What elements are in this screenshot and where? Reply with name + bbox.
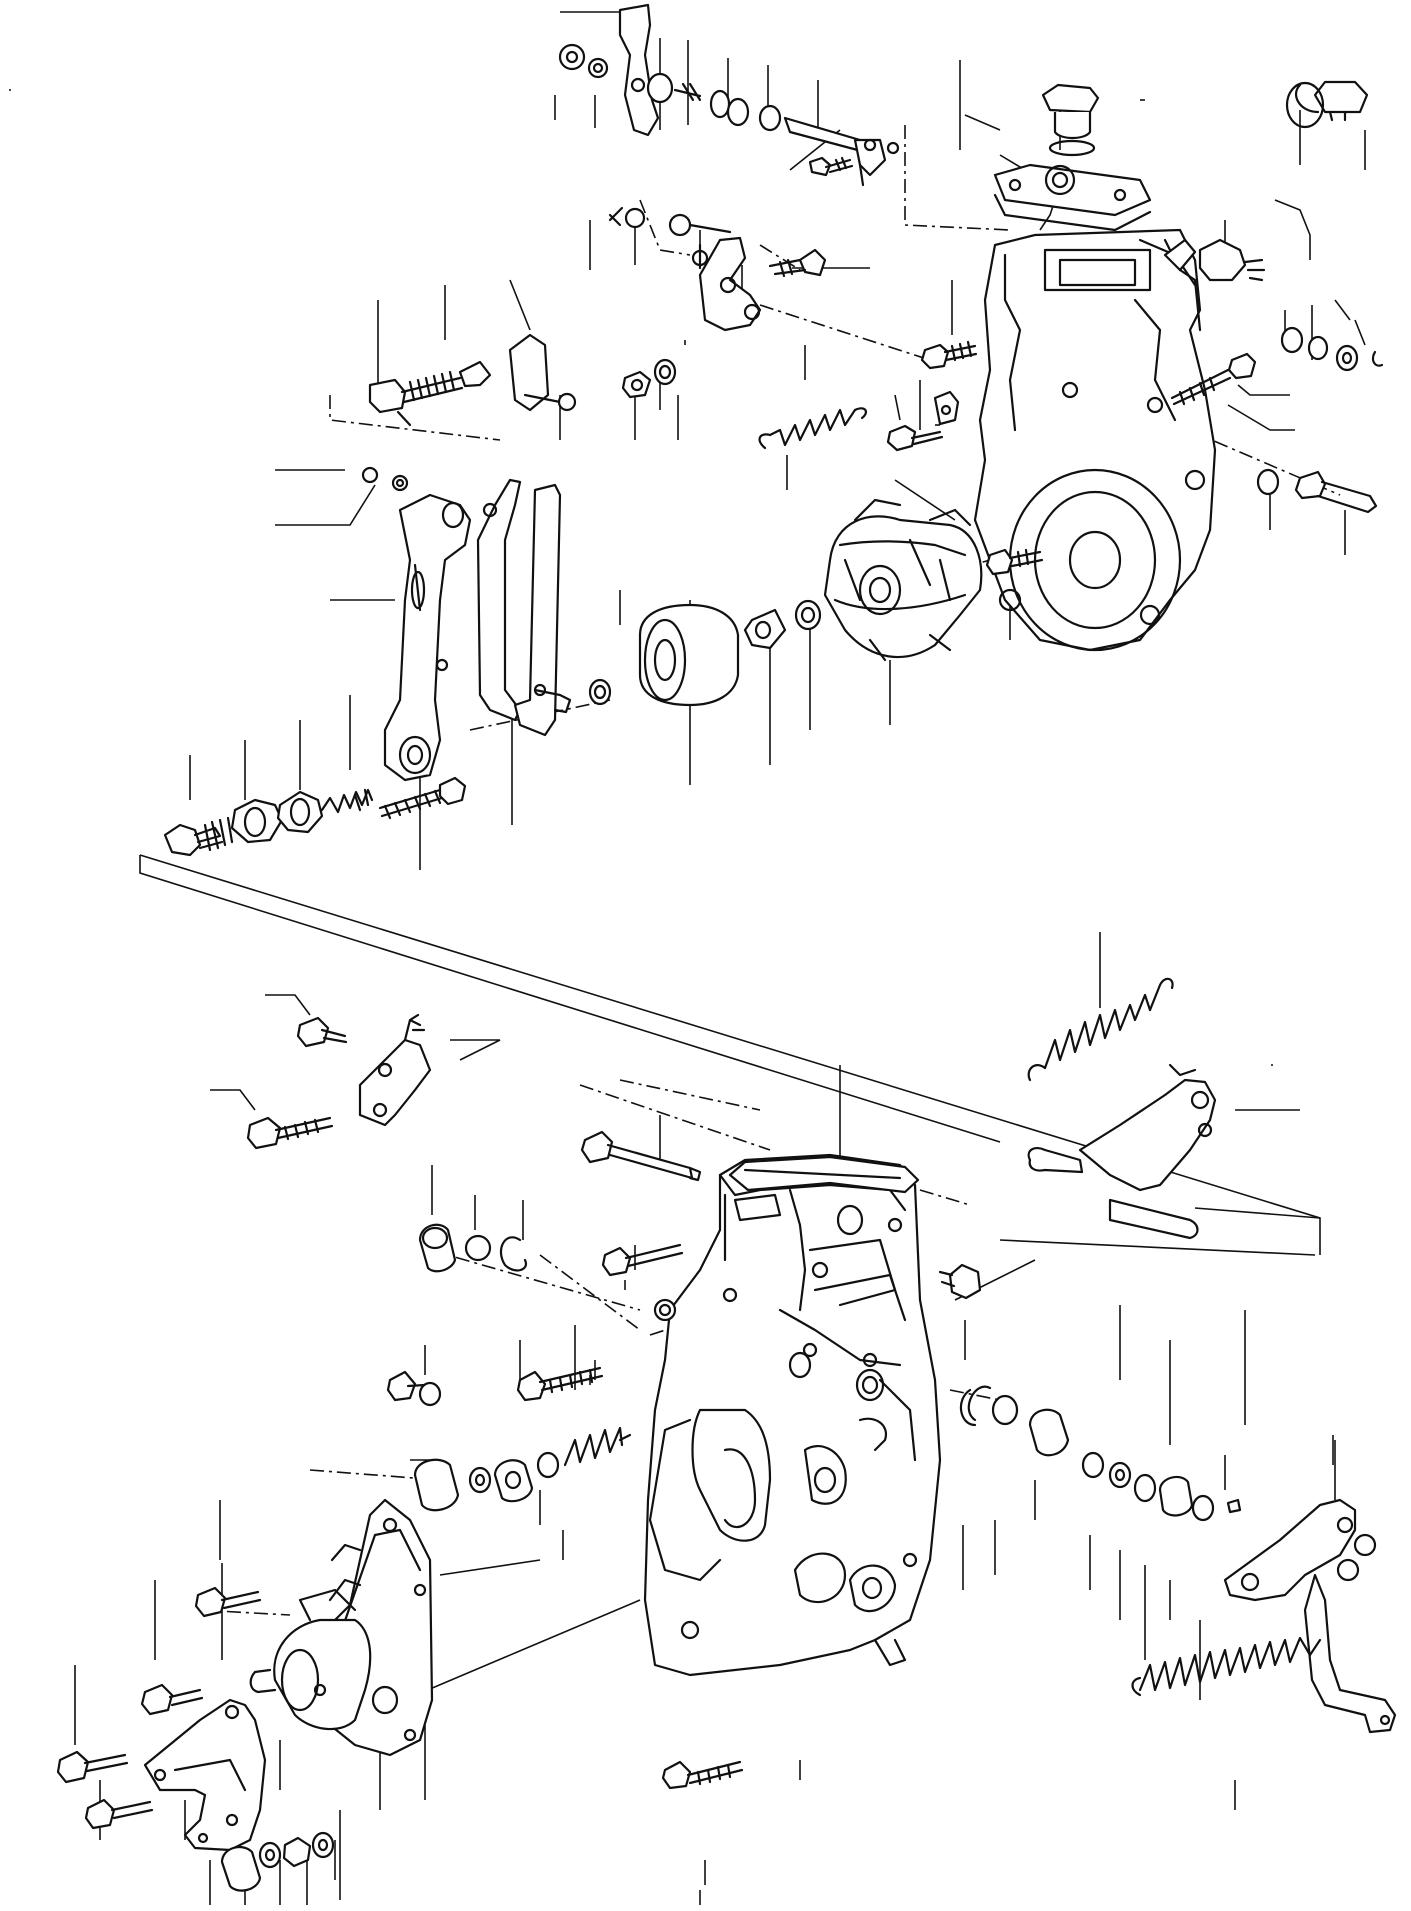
bottom-bolt-center xyxy=(661,1760,744,1790)
small-bolt-upper-center xyxy=(808,156,854,177)
upper-shaft-lever-assembly xyxy=(558,3,900,187)
tension-spring-lower-right xyxy=(1027,977,1174,1082)
governor-link-bracket-lower xyxy=(246,1013,432,1150)
long-spring-lower-right xyxy=(1131,1636,1322,1697)
adjusting-screw-assembly-lower xyxy=(413,1426,632,1512)
plug-and-seal-left xyxy=(418,1223,528,1273)
plug-bolt xyxy=(1041,83,1100,157)
flyweight-holder-washer xyxy=(743,599,822,650)
bolt-center-lower xyxy=(601,1243,982,1300)
tension-spring-center xyxy=(758,407,868,450)
governor-shaft-lever-lower-right xyxy=(1027,1063,1217,1240)
feed-pump-cap-and-washers xyxy=(220,1831,335,1892)
long-set-screw xyxy=(378,776,467,820)
fulcrum-bracket xyxy=(608,206,827,332)
scan-specks xyxy=(9,89,1273,1066)
long-bolt-top xyxy=(580,1130,702,1182)
injection-pump-body xyxy=(643,1153,942,1677)
pump-top-cover xyxy=(728,1155,920,1194)
control-lever-lower-right xyxy=(1223,1498,1397,1734)
adjusting-rod-assembly xyxy=(368,333,577,427)
adjusting-screw-stack xyxy=(163,788,374,857)
flyweight-assembly xyxy=(823,498,983,662)
feed-pump-body xyxy=(249,1578,372,1731)
governor-housing xyxy=(973,228,1217,652)
stud-and-nut-center xyxy=(386,1366,604,1407)
banjo-fitting-top-right xyxy=(1285,80,1369,129)
hex-nut-and-washer-center xyxy=(621,358,677,399)
control-lever-plates xyxy=(476,478,572,737)
long-bolt-right xyxy=(1256,468,1378,514)
fitting-stack-right-lower xyxy=(959,1385,1242,1522)
feed-pump-bracket xyxy=(143,1698,267,1852)
governor-lever-arm xyxy=(361,466,472,782)
feed-pump-bolts xyxy=(56,1586,262,1830)
right-side-hardware-upper xyxy=(1163,238,1384,406)
housing-cover-plate xyxy=(993,163,1152,232)
sliding-sleeve xyxy=(588,603,740,707)
bolts-left-of-housing xyxy=(920,340,1044,576)
screw-and-washer-center-right xyxy=(886,390,960,452)
